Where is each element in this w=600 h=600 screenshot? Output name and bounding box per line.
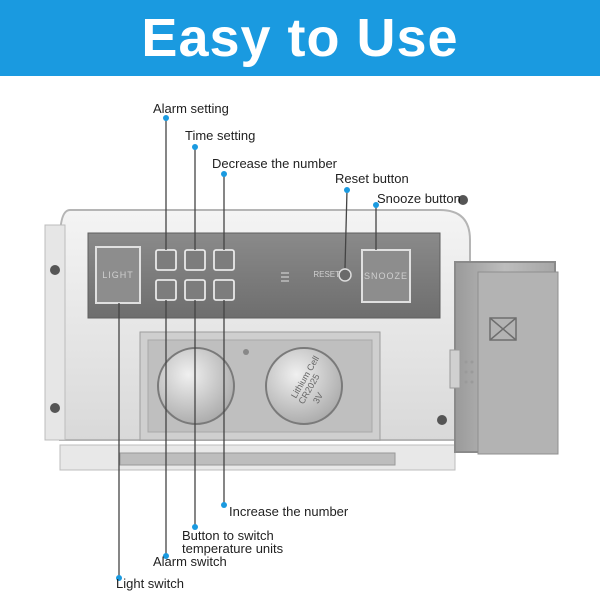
reset-mark: RESET: [313, 270, 340, 279]
label-decrease-number: Decrease the number: [212, 156, 338, 171]
battery-cell-left: [157, 347, 235, 425]
title-banner: [0, 0, 600, 76]
banner-title: Easy to Use: [141, 8, 459, 68]
reset-hole: [338, 268, 352, 282]
label-reset-button: Reset button: [335, 171, 409, 186]
battery-lid: [449, 261, 559, 455]
button-grid: [155, 249, 235, 301]
label-alarm-setting: Alarm setting: [153, 101, 229, 116]
battery-cell-right: [265, 347, 343, 425]
label-increase-number: Increase the number: [229, 504, 349, 519]
label-light-switch: Light switch: [116, 576, 184, 591]
slot-marks: [281, 272, 289, 282]
label-snooze-button: Snooze button: [377, 191, 461, 206]
light-button: [95, 246, 141, 304]
snooze-button: [361, 249, 411, 303]
snooze-button-label: SNOOZE: [363, 271, 408, 281]
label-switch-temperature-line2: temperature units: [182, 541, 284, 556]
label-time-setting: Time setting: [185, 128, 256, 143]
callout-dots: [116, 115, 379, 581]
label-switch-temperature-line1: Button to switch: [182, 528, 274, 543]
callout-lines: [118, 118, 377, 578]
label-alarm-switch: Alarm switch: [153, 554, 227, 569]
light-button-label: LIGHT: [102, 270, 134, 280]
